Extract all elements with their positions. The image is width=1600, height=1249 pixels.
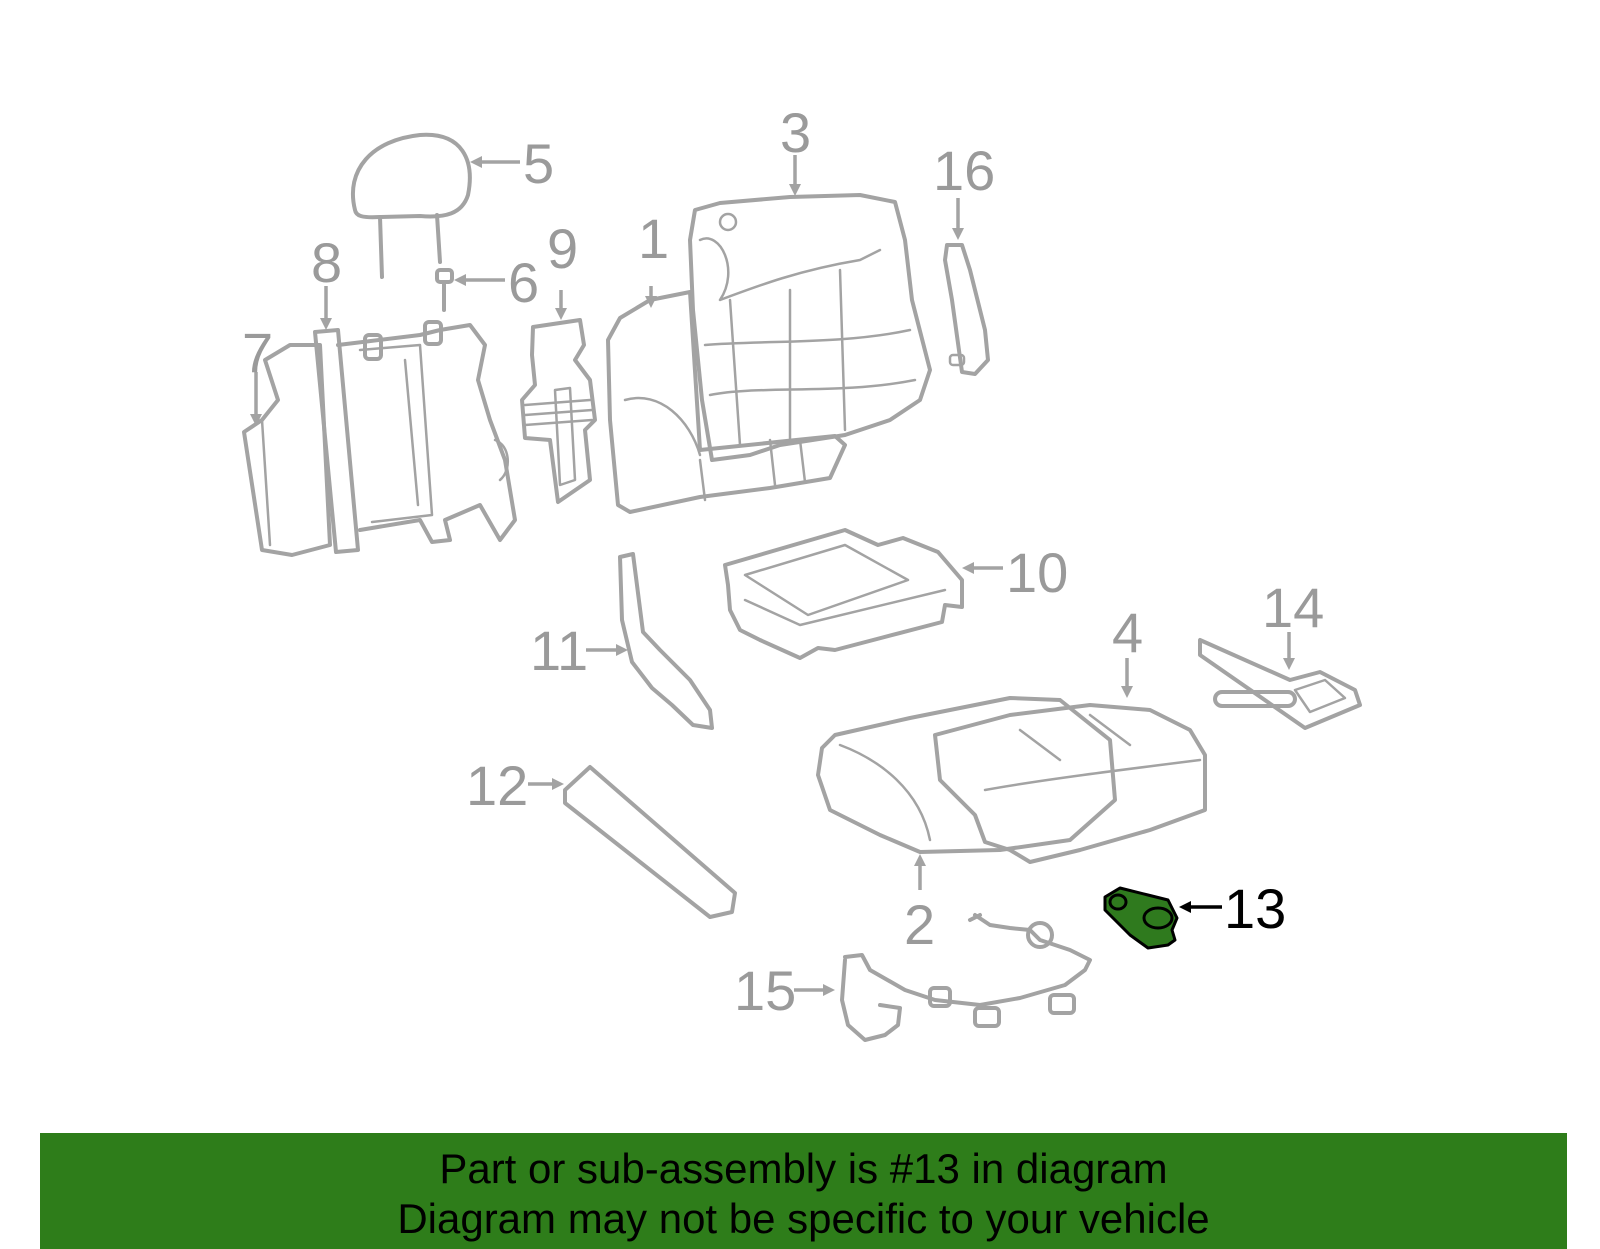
callout-11: 11 bbox=[530, 619, 588, 682]
part-10-cushion-frame bbox=[723, 528, 964, 660]
callout-10: 10 bbox=[1006, 541, 1068, 604]
callout-14: 14 bbox=[1262, 576, 1324, 639]
callout-8: 8 bbox=[311, 231, 342, 294]
callout-15: 15 bbox=[734, 959, 796, 1022]
part-16-trim-panel bbox=[943, 243, 990, 376]
banner-line-2: Diagram may not be specific to your vehi… bbox=[397, 1195, 1210, 1242]
part-4-cushion-cover bbox=[933, 703, 1207, 864]
callout-2: 2 bbox=[904, 893, 935, 956]
part-2-cushion-pad bbox=[816, 696, 1117, 854]
callout-3: 3 bbox=[780, 101, 811, 164]
callout-4: 4 bbox=[1112, 601, 1143, 664]
part-7-side-panel bbox=[242, 343, 332, 557]
part-3-seatback-cover bbox=[688, 193, 932, 462]
callout-7: 7 bbox=[242, 321, 273, 384]
callout-arrows bbox=[250, 155, 1295, 996]
callout-9: 9 bbox=[547, 217, 578, 280]
part-12-lower-trim bbox=[563, 765, 737, 919]
callout-labels: 5 6 8 7 9 1 3 16 10 11 12 4 14 2 15 13 bbox=[242, 101, 1324, 1022]
part-6-guide bbox=[435, 268, 454, 312]
part-9-lumbar bbox=[520, 318, 597, 504]
part-13-highlighted bbox=[1103, 886, 1179, 950]
callout-12: 12 bbox=[466, 754, 528, 817]
part-1-seatback-pad bbox=[606, 290, 847, 514]
callout-6: 6 bbox=[508, 251, 539, 314]
part-5-headrest bbox=[351, 132, 472, 279]
parts-diagram: 5 6 8 7 9 1 3 16 10 11 12 4 14 2 15 13 bbox=[242, 101, 1362, 1042]
callout-16: 16 bbox=[933, 139, 995, 202]
banner-line-1: Part or sub-assembly is #13 in diagram bbox=[439, 1145, 1168, 1192]
part-14-bracket bbox=[1198, 638, 1362, 730]
info-banner: Part or sub-assembly is #13 in diagram D… bbox=[40, 1133, 1567, 1249]
part-15-harness bbox=[840, 913, 1092, 1042]
callout-5: 5 bbox=[523, 132, 554, 195]
part-11-trim-strip bbox=[618, 552, 714, 730]
callout-1: 1 bbox=[638, 207, 669, 270]
part-8-seatback-frame bbox=[313, 320, 517, 554]
callout-13: 13 bbox=[1224, 877, 1286, 940]
